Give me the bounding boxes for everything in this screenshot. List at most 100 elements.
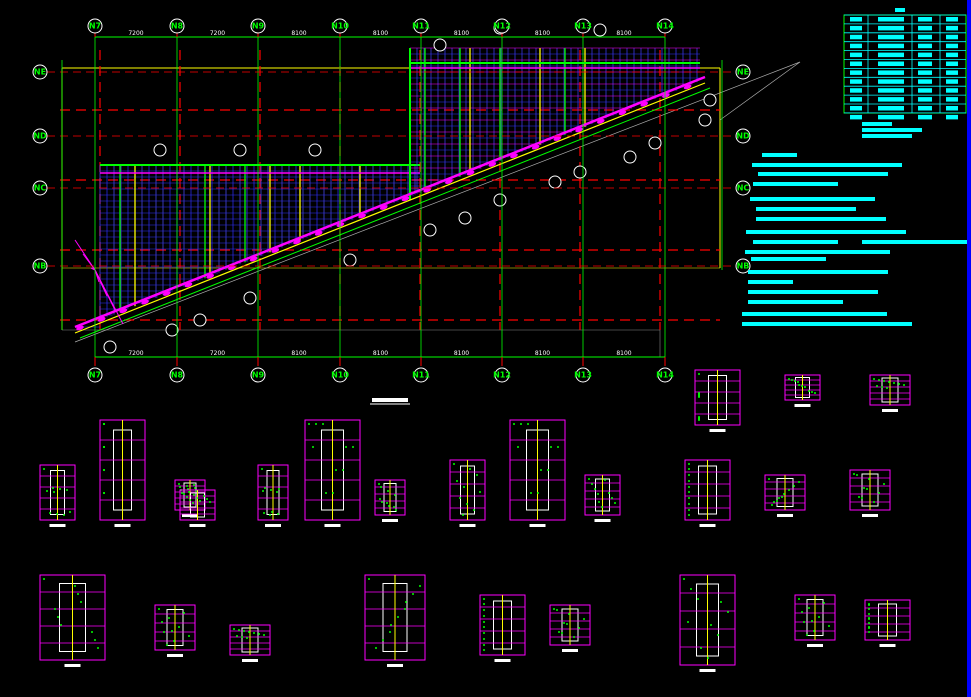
detail-dot (189, 499, 191, 501)
rebar-mark (445, 179, 453, 184)
detail-dot (806, 634, 808, 636)
table-cell-text (878, 97, 904, 102)
detail-dot (57, 616, 59, 618)
detail-dot (253, 632, 255, 634)
detail-dot (771, 504, 773, 506)
detail-dot (886, 387, 888, 389)
detail-dot (183, 493, 185, 495)
detail-dot (466, 503, 468, 505)
table-cell-text (878, 34, 904, 40)
detail-dot (186, 485, 188, 487)
detail-dot (483, 649, 485, 651)
section-detail (509, 419, 566, 527)
rebar-mark (162, 291, 171, 296)
section-detail (694, 369, 741, 432)
rebar-mark (531, 144, 540, 150)
table-cell-text (850, 52, 862, 58)
table-title (895, 8, 905, 12)
detail-dot (453, 463, 455, 465)
rebar-mark (423, 187, 432, 193)
detail-dot (561, 632, 563, 634)
detail-dot (563, 622, 565, 624)
top-dimension-label: 7200 (128, 30, 143, 37)
rebar-mark (618, 110, 627, 116)
section-detail (849, 469, 891, 517)
detail-dot (248, 631, 250, 633)
section-detail (229, 624, 271, 662)
section-detail (154, 604, 196, 657)
detail-dot (698, 373, 700, 375)
detail-dot (54, 608, 56, 610)
detail-label (862, 514, 878, 517)
axis-bubble-label: NC (737, 184, 750, 193)
detail-label (167, 654, 183, 657)
detail-dot (53, 491, 55, 493)
detail-dot (97, 647, 99, 649)
section-detail (794, 594, 836, 647)
section-callout-bubble (548, 175, 562, 189)
detail-label (879, 644, 896, 647)
detail-dot (483, 632, 485, 634)
detail-dot (394, 494, 396, 496)
axis-bubble-label: N12 (493, 22, 511, 31)
section-callout-bubble (573, 165, 587, 179)
detail-dot (853, 473, 855, 475)
detail-dot (537, 492, 539, 494)
axis-bubble-label: N7 (89, 22, 101, 31)
rebar-mark (141, 299, 149, 305)
detail-dot (199, 500, 201, 502)
axis-bubble (575, 367, 591, 383)
detail-dot (868, 622, 870, 624)
section-detail (549, 604, 591, 652)
detail-dot (412, 593, 414, 595)
rebar-line (82, 253, 96, 271)
detail-dot (387, 490, 389, 492)
detail-dot (513, 423, 515, 425)
note-line (756, 217, 886, 221)
bottom-dimension-label: 8100 (535, 350, 550, 357)
detail-dot (868, 604, 870, 606)
axis-bubble (32, 128, 48, 144)
detail-dot (456, 480, 458, 482)
detail-label (562, 649, 578, 652)
detail-dot (238, 629, 240, 631)
detail-dot (345, 446, 347, 448)
detail-dot (818, 616, 820, 618)
axis-bubble-label: N12 (493, 371, 511, 380)
detail-dot (404, 608, 406, 610)
table-cell-text (946, 88, 958, 93)
detail-dot (166, 644, 168, 646)
table-cell-text (850, 17, 862, 22)
detail-dot (459, 497, 461, 499)
section-callout-bubble (458, 211, 472, 225)
section-detail (304, 419, 361, 527)
table-cell-text (850, 25, 862, 31)
detail-dot (801, 611, 803, 613)
section-callout-bubble (703, 93, 717, 107)
detail-dot (168, 617, 170, 619)
detail-dot (203, 495, 205, 497)
axis-bubble-label: N8 (171, 371, 184, 380)
detail-dot (325, 492, 327, 494)
table-cell-text (878, 17, 904, 22)
detail-dot (43, 578, 45, 580)
rebar-mark (379, 205, 388, 210)
detail-dot (483, 615, 485, 617)
axis-bubble-label: N11 (412, 371, 430, 380)
detail-dot (332, 492, 334, 494)
detail-dot (520, 423, 522, 425)
diagonal-beam (74, 75, 706, 329)
section-detail (584, 474, 621, 522)
top-dimension-label: 8100 (616, 30, 631, 37)
axis-bubble (735, 258, 751, 274)
detail-dot (463, 486, 465, 488)
detail-dot (390, 624, 392, 626)
detail-dot (517, 446, 519, 448)
detail-dot (178, 483, 180, 485)
table-cell-text (878, 79, 904, 84)
axis-bubble-label: NE (34, 68, 46, 77)
detail-dot (591, 483, 593, 485)
rebar-mark (271, 248, 280, 253)
note-line (758, 172, 888, 176)
table-cell-text (946, 61, 958, 66)
